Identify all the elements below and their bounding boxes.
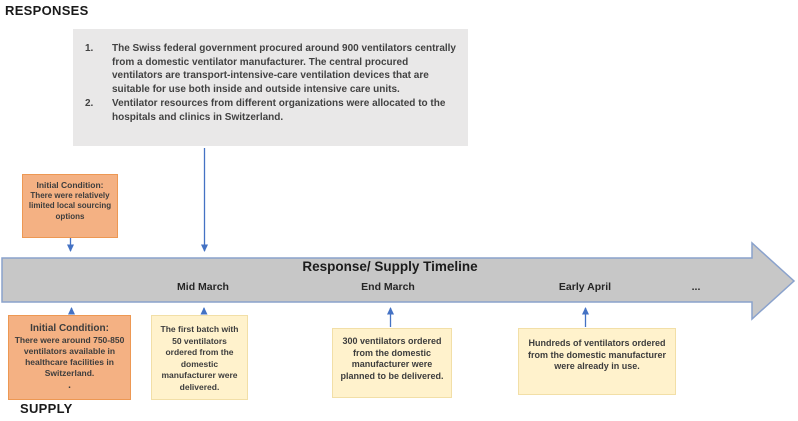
timeline-title: Response/ Supply Timeline xyxy=(302,259,478,274)
timeline-milestone-ellipsis: ... xyxy=(691,281,701,293)
list-text: Ventilator resources from different orga… xyxy=(112,98,446,123)
responses-list-item: 1. The Swiss federal government procured… xyxy=(85,42,456,96)
timeline-arrow xyxy=(1,241,796,321)
timeline-milestone-early-april: Early April xyxy=(558,281,612,293)
callout-body: 300 ventilators ordered from the domesti… xyxy=(340,336,444,381)
responses-section-label: RESPONSES xyxy=(5,3,89,18)
supply-initial-condition-box: Initial Condition: There were around 750… xyxy=(8,315,131,400)
list-text: The Swiss federal government procured ar… xyxy=(112,43,456,95)
supply-section-label: SUPPLY xyxy=(20,401,73,416)
response-initial-condition-box: Initial Condition: There were relatively… xyxy=(22,174,118,238)
callout-body: The first batch with 50 ventilators orde… xyxy=(160,324,239,392)
list-number: 2. xyxy=(85,98,94,109)
callout-title: Initial Condition: xyxy=(36,180,104,190)
callout-body: There were relatively limited local sour… xyxy=(28,190,112,221)
supply-event-box-end-march: 300 ventilators ordered from the domesti… xyxy=(332,328,452,398)
supply-event-box-mid-march: The first batch with 50 ventilators orde… xyxy=(151,315,248,400)
callout-trailing-dot: . xyxy=(68,380,71,391)
callout-body: There were around 750-850 ventilators av… xyxy=(14,335,125,378)
supply-event-box-early-april: Hundreds of ventilators ordered from the… xyxy=(518,328,676,395)
callout-body: Hundreds of ventilators ordered from the… xyxy=(527,338,667,371)
timeline-milestone-end-march: End March xyxy=(361,281,415,293)
callout-title: Initial Condition: xyxy=(30,323,109,334)
list-number: 1. xyxy=(85,43,94,54)
timeline-milestone-mid-march: Mid March xyxy=(177,281,229,293)
responses-box: 1. The Swiss federal government procured… xyxy=(73,29,468,146)
responses-list-item: 2. Ventilator resources from different o… xyxy=(85,97,456,124)
